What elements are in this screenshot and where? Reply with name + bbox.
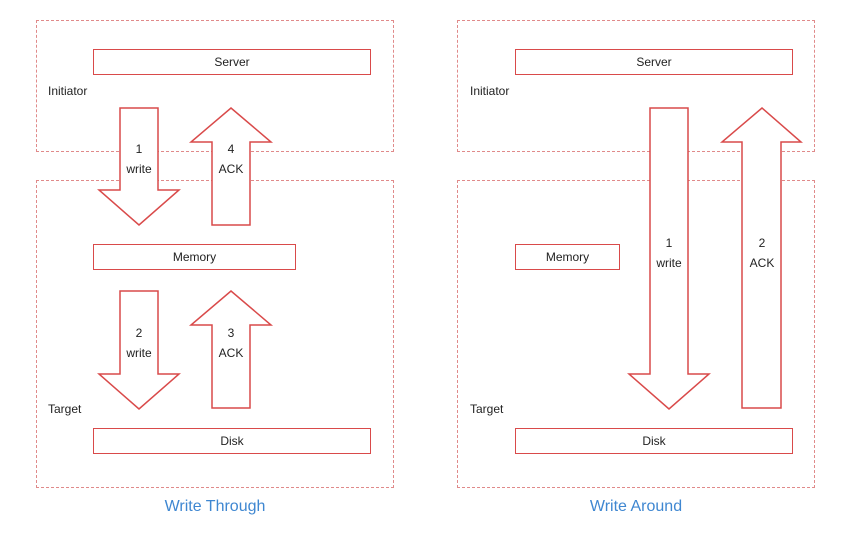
around-arrow1-label: write [656,256,682,270]
through-disk-box: Disk [93,428,371,454]
around-arrow2-text: 2 ACK [742,233,782,273]
through-caption: Write Through [164,498,266,515]
through-arrow3-text: 2 write [119,323,159,363]
through-ack-arrow-4 [188,107,274,226]
around-arrow2-label: ACK [749,256,775,270]
through-target-label: Target [48,402,82,416]
through-memory-box: Memory [93,244,296,270]
through-arrow2-label: ACK [218,162,244,176]
around-arrow1-num: 1 [665,236,673,250]
around-arrow1-text: 1 write [649,233,689,273]
around-initiator-zone [457,20,815,152]
around-target-zone [457,180,815,488]
around-caption: Write Around [589,498,683,515]
through-arrow1-label: write [126,162,152,176]
around-server-box: Server [515,49,793,75]
around-target-label: Target [470,402,504,416]
through-arrow1-num: 1 [135,142,143,156]
through-arrow3-label: write [126,346,152,360]
through-arrow4-num: 3 [227,326,235,340]
through-arrow2-num: 4 [227,142,235,156]
around-write-arrow-1 [627,107,711,410]
through-arrow4-text: 3 ACK [211,323,251,363]
around-disk-box: Disk [515,428,793,454]
around-memory-box: Memory [515,244,620,270]
around-ack-arrow-2 [719,107,804,409]
through-write-arrow-1 [97,107,181,226]
through-ack-arrow-3 [188,290,274,409]
through-arrow3-num: 2 [135,326,143,340]
through-arrow2-text: 4 ACK [211,139,251,179]
through-arrow4-label: ACK [218,346,244,360]
through-write-arrow-2 [97,290,181,410]
around-initiator-label: Initiator [470,84,510,98]
around-arrow2-num: 2 [758,236,766,250]
through-arrow1-text: 1 write [119,139,159,179]
through-server-box: Server [93,49,371,75]
through-initiator-label: Initiator [48,84,88,98]
